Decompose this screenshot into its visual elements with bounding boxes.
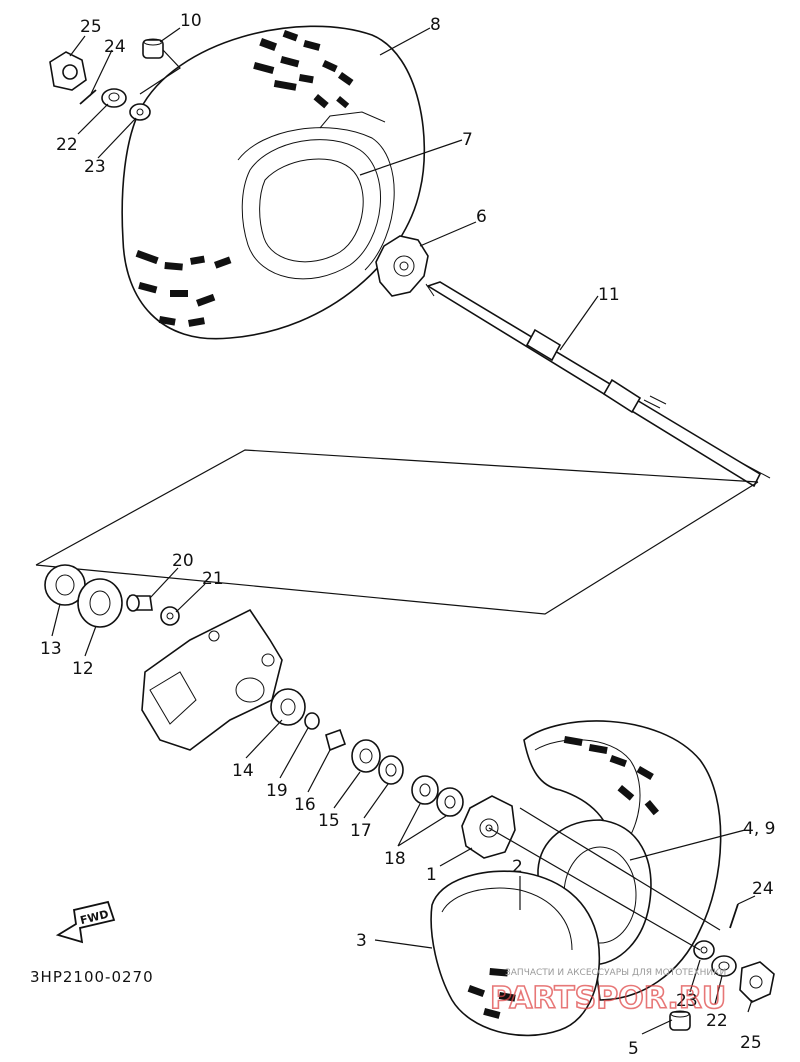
callout-15: 15 (318, 811, 340, 831)
part-24-cotter-pin (79, 89, 97, 105)
callout-25-bottom: 25 (740, 1033, 762, 1053)
part-25-hub-cap-lower (739, 961, 775, 1003)
callout-14: 14 (232, 761, 254, 781)
callout-19: 19 (266, 781, 288, 801)
part-14-seal (270, 688, 306, 726)
lower-tire-3 (430, 720, 722, 1037)
part-17-spacer (378, 755, 404, 785)
callout-10: 10 (180, 11, 202, 31)
part-22-nut-lower (711, 955, 737, 977)
callout-13: 13 (40, 639, 62, 659)
part-6-wheel-hub (375, 235, 429, 297)
part-11-rear-axle (425, 281, 771, 488)
callout-21: 21 (202, 569, 224, 589)
callout-24-top: 24 (104, 37, 126, 57)
watermark-line: ЗАПЧАСТИ И АКСЕССУАРЫ ДЛЯ МОТОТЕХНИКИ (505, 968, 726, 978)
callout-6: 6 (476, 207, 487, 227)
part-20-bolt (126, 594, 153, 612)
watermark-brand: PARTSPOR.RU (490, 981, 726, 1016)
callout-22-bottom: 22 (706, 1011, 728, 1031)
callout-20: 20 (172, 551, 194, 571)
callout-23-top: 23 (84, 157, 106, 177)
part-10-valve-cap (142, 38, 164, 59)
callout-24-bottom: 24 (752, 879, 774, 899)
callout-1: 1 (426, 865, 437, 885)
callout-2: 2 (512, 857, 523, 877)
callout-labels: 25 10 24 8 22 23 7 6 11 20 21 13 12 14 1… (40, 11, 775, 1059)
callout-25-top: 25 (80, 17, 102, 37)
callout-7: 7 (462, 130, 473, 150)
callout-12: 12 (72, 659, 94, 679)
part-21-washer (160, 606, 180, 626)
part-19-o-ring (304, 712, 320, 730)
part-23-washer-lower (693, 940, 715, 960)
callout-3: 3 (356, 931, 367, 951)
diagram-code: 3HP2100-0270 (30, 968, 154, 986)
part-23-washer (129, 103, 151, 121)
callout-5: 5 (628, 1039, 639, 1059)
part-16-spacer (325, 728, 347, 752)
callout-16: 16 (294, 795, 316, 815)
axle-housing (141, 608, 283, 751)
callout-11: 11 (598, 285, 620, 305)
callout-18: 18 (384, 849, 406, 869)
part-22-nut (101, 88, 127, 108)
part-25-hub-cap (49, 51, 87, 91)
callout-8: 8 (430, 15, 441, 35)
callout-4-9: 4, 9 (743, 819, 775, 839)
part-24-cotter-pin-lower (729, 903, 739, 929)
part-18-bearings (411, 775, 464, 817)
tire-tread-lower (467, 735, 659, 1019)
callout-17: 17 (350, 821, 372, 841)
callout-22-top: 22 (56, 135, 78, 155)
leader-lines (51, 27, 756, 1035)
watermark: ЗАПЧАСТИ И АКСЕССУАРЫ ДЛЯ МОТОТЕХНИКИ PA… (489, 968, 727, 1017)
fwd-arrow-icon: FWD (55, 900, 116, 944)
callout-23-bottom: 23 (676, 991, 698, 1011)
tire-tread-top (253, 30, 354, 109)
part-15-bearing (351, 739, 381, 773)
part-12-bearing (77, 578, 123, 628)
tire-tread-bottom (135, 250, 232, 327)
part-1-hub (461, 795, 516, 859)
upper-tire-8 (121, 25, 426, 340)
assembly-boundary (35, 449, 759, 615)
